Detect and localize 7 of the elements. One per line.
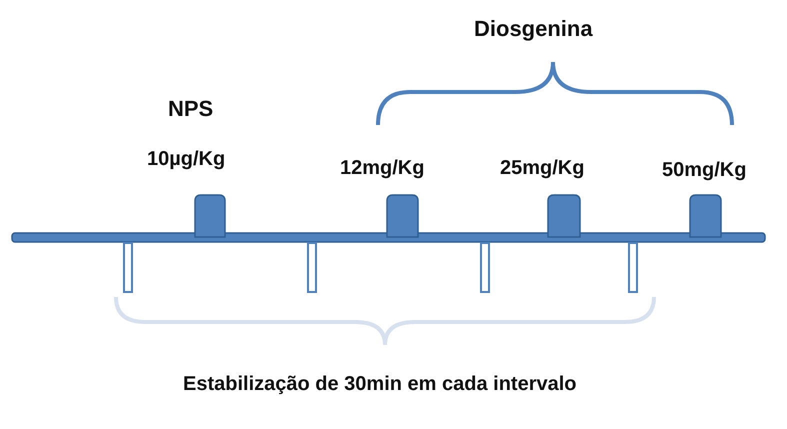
dose-label: 25mg/Kg	[500, 157, 584, 180]
dose-label: 50mg/Kg	[662, 159, 746, 182]
drug-name: NPS	[168, 96, 214, 122]
note-text: Estabilização de 30min em cada intervalo	[183, 372, 578, 397]
dose-label: 12mg/Kg	[340, 157, 424, 180]
drug-name: Diosgenina	[474, 16, 593, 42]
dose-label: 10µg/Kg	[147, 148, 226, 171]
